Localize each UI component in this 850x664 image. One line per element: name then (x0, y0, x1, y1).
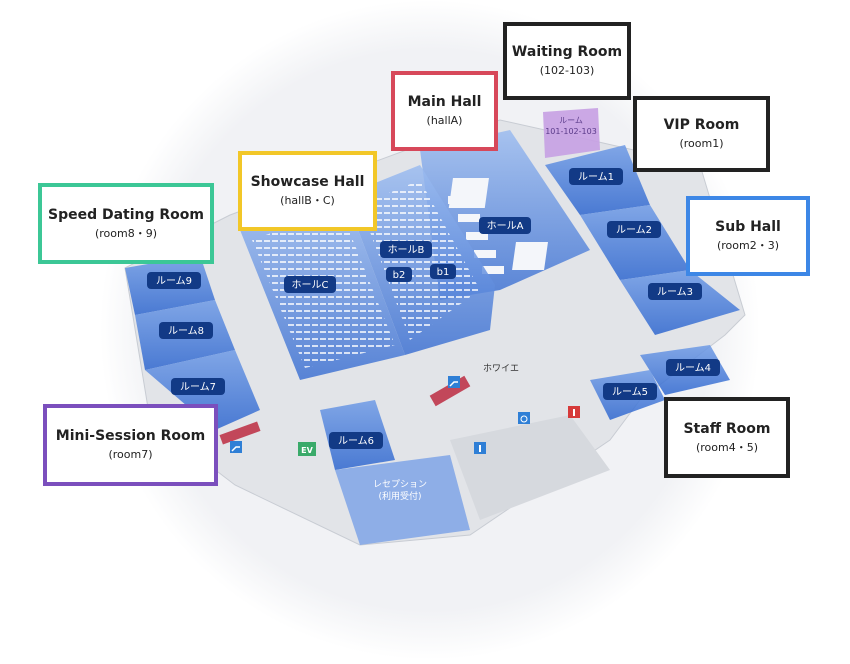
svg-text:ルーム3: ルーム3 (657, 286, 693, 298)
callout-subtitle: (room1) (679, 137, 724, 150)
svg-text:b1: b1 (437, 267, 450, 278)
label-room2: ルーム2 (607, 221, 661, 238)
callout-sub-hall[interactable]: Sub Hall (room2・3) (686, 196, 810, 276)
restroom-male-icon (474, 442, 486, 454)
label-room7: ルーム7 (171, 378, 225, 395)
label-b2: b2 (386, 267, 412, 282)
label-room3: ルーム3 (648, 283, 702, 300)
label-b1: b1 (430, 264, 456, 279)
callout-subtitle: (room8・9) (94, 226, 158, 240)
callout-title: Main Hall (407, 94, 482, 110)
stage-block (512, 242, 548, 270)
svg-text:ルーム5: ルーム5 (612, 386, 648, 398)
label-reception: レセプション (373, 479, 427, 490)
restroom-block (450, 415, 610, 520)
callout-subtitle: (hallB・C) (280, 194, 335, 207)
svg-text:ルーム7: ルーム7 (180, 381, 216, 393)
callout-title: Showcase Hall (250, 174, 365, 190)
restroom-icon (568, 406, 580, 418)
label-room1: ルーム1 (569, 168, 623, 185)
svg-text:ルーム4: ルーム4 (675, 362, 711, 374)
hall-b-seating (360, 180, 480, 340)
svg-text:ホールC: ホールC (292, 279, 329, 291)
svg-text:ルーム6: ルーム6 (338, 435, 374, 447)
svg-text:ルーム8: ルーム8 (168, 325, 204, 337)
callout-subtitle: (room4・5) (695, 440, 759, 454)
callout-title: Sub Hall (715, 219, 781, 235)
callout-waiting-room[interactable]: Waiting Room (102-103) (503, 22, 631, 100)
callout-subtitle: (room2・3) (716, 239, 780, 252)
svg-text:EV: EV (301, 446, 313, 455)
reception-area[interactable] (335, 455, 470, 545)
callout-speed-dating[interactable]: Speed Dating Room (room8・9) (38, 183, 214, 264)
escalator-icon (230, 441, 242, 453)
callout-mini-session[interactable]: Mini-Session Room (room7) (43, 404, 218, 486)
callout-vip-room[interactable]: VIP Room (room1) (633, 96, 770, 172)
elevator-icon: EV (298, 442, 316, 456)
label-room5: ルーム5 (603, 383, 657, 400)
callout-title: Mini-Session Room (55, 428, 206, 444)
label-room4: ルーム4 (666, 359, 720, 376)
label-hallB: ホールB (380, 241, 432, 258)
callout-subtitle: (hallA) (426, 114, 463, 127)
svg-text:ルーム1: ルーム1 (578, 171, 614, 183)
room-101-103[interactable] (543, 108, 600, 158)
callout-title: Speed Dating Room (47, 206, 205, 223)
svg-text:b2: b2 (393, 270, 406, 281)
label-foyer: ホワイエ (483, 363, 519, 374)
callout-title: VIP Room (663, 117, 740, 133)
callout-showcase-hall[interactable]: Showcase Hall (hallB・C) (238, 151, 377, 231)
svg-text:ルーム9: ルーム9 (156, 275, 192, 287)
label-hallC: ホールC (284, 276, 336, 293)
escalator-icon (448, 376, 460, 388)
label-room9: ルーム9 (147, 272, 201, 289)
room-top-label: ルーム (559, 116, 583, 125)
label-reception-sub: (利用受付) (378, 490, 421, 502)
callout-subtitle: (102-103) (539, 64, 595, 77)
svg-text:ホールB: ホールB (388, 244, 425, 256)
callout-title: Staff Room (683, 420, 771, 437)
callout-title: Waiting Room (511, 44, 623, 60)
escalator (219, 421, 261, 445)
label-room8: ルーム8 (159, 322, 213, 339)
room-top-numbers: 101-102-103 (545, 127, 597, 136)
callout-subtitle: (room7) (108, 448, 153, 461)
hall-a-tables (448, 196, 504, 274)
callout-main-hall[interactable]: Main Hall (hallA) (391, 71, 498, 151)
label-hallA: ホールA (479, 217, 531, 234)
wheelchair-icon (518, 412, 530, 424)
svg-text:ホールA: ホールA (487, 220, 524, 232)
escalator (429, 375, 471, 407)
svg-text:ルーム2: ルーム2 (616, 224, 652, 236)
label-room6: ルーム6 (329, 432, 383, 449)
map-room-labels: ルーム1 ルーム2 ルーム3 ルーム4 ルーム5 ルーム6 ルーム7 ルーム8 … (147, 168, 720, 502)
callout-staff-room[interactable]: Staff Room (room4・5) (664, 397, 790, 478)
